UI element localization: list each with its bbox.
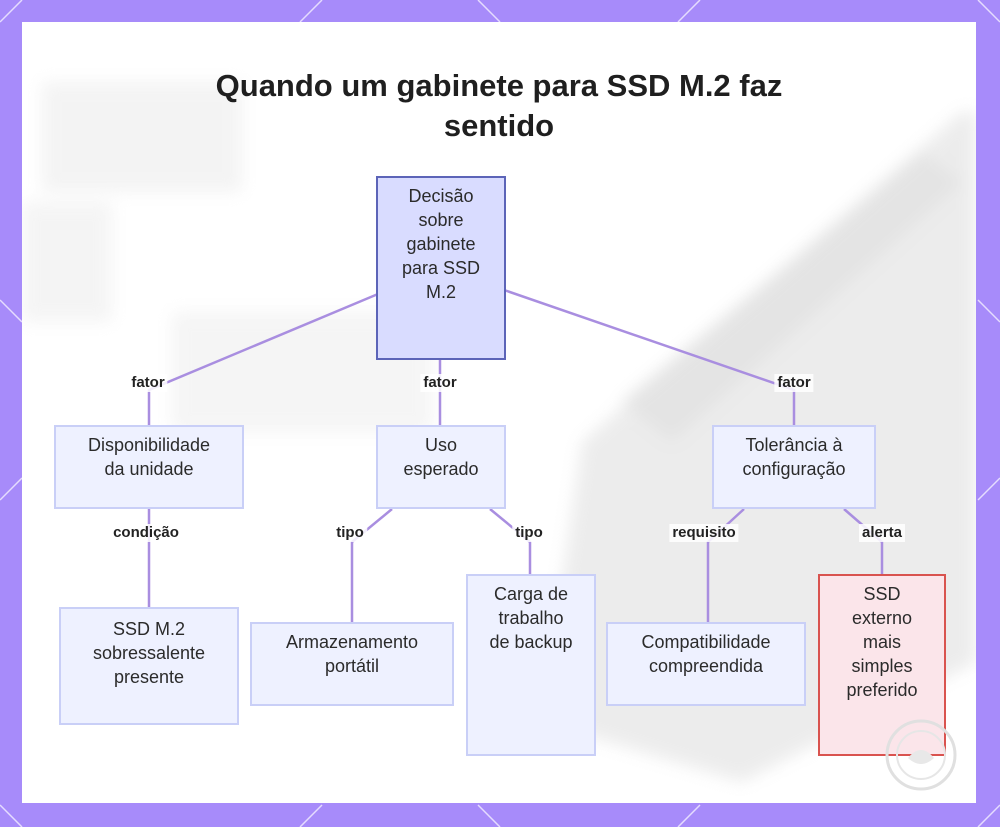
edge-usage-portable (350, 508, 393, 623)
edge-usage-backup (489, 508, 532, 576)
diagram-title: Quando um gabinete para SSD M.2 faz sent… (215, 68, 783, 143)
edge-tolerance-external (843, 508, 884, 575)
node-external-ssd: SSD externo mais simples preferido (818, 574, 946, 756)
edge-tolerance-compat (706, 508, 745, 623)
edge-label-alerta: alerta (858, 524, 906, 542)
edge-label-requisito: requisito (669, 524, 739, 542)
node-availability: Disponibilidade da unidade (54, 425, 244, 509)
edge-root-tolerance (503, 288, 796, 426)
node-usage: Uso esperado (376, 425, 506, 509)
seal-icon (885, 719, 957, 791)
node-compatibility: Compatibilidade compreendida (606, 622, 806, 706)
diagram-canvas: Quando um gabinete para SSD M.2 faz sent… (22, 22, 976, 803)
node-spare-ssd: SSD M.2 sobressalente presente (59, 607, 239, 725)
edge-label-tipo-2: tipo (512, 524, 546, 542)
node-tolerance: Tolerância à configuração (712, 425, 876, 509)
edge-label-tipo-1: tipo (333, 524, 367, 542)
edge-label-fator-1: fator (128, 374, 168, 392)
edge-label-fator-2: fator (420, 374, 460, 392)
edge-label-condicao: condição (110, 524, 182, 542)
edge-label-fator-3: fator (774, 374, 814, 392)
node-root-decision: Decisão sobre gabinete para SSD M.2 (376, 176, 506, 360)
edge-root-availability (147, 292, 379, 426)
node-backup-workload: Carga de trabalho de backup (466, 574, 596, 756)
node-portable-storage: Armazenamento portátil (250, 622, 454, 706)
